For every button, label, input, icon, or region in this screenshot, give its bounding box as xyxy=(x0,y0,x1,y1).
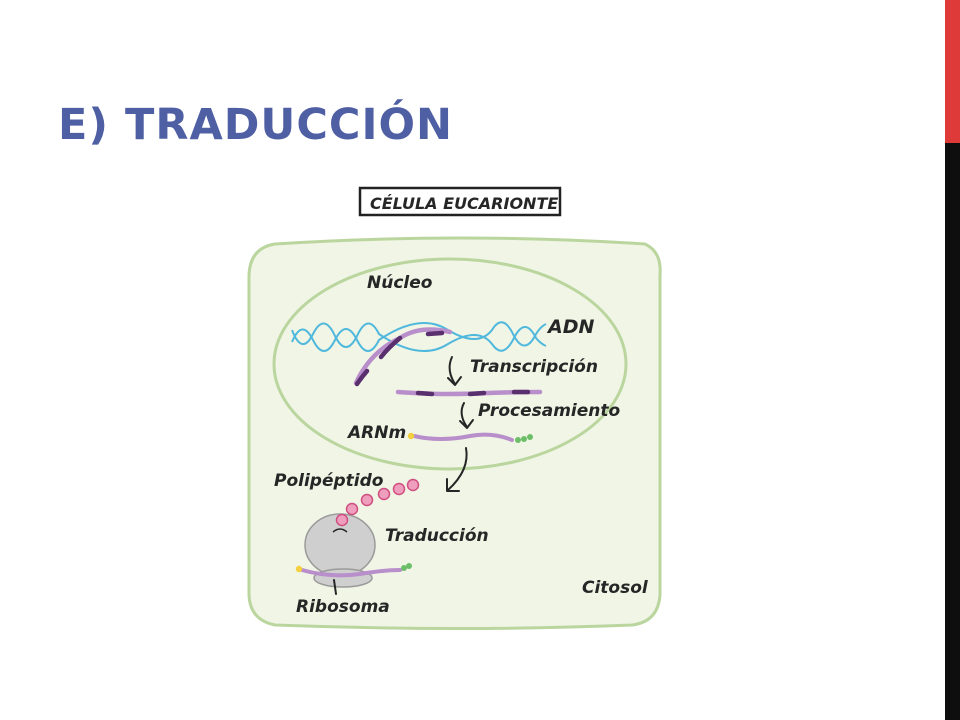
processing-arrow xyxy=(460,402,468,428)
arrow-head-icon xyxy=(447,376,462,386)
mrna-in-nucleus xyxy=(407,432,533,443)
amino-acid xyxy=(335,513,349,527)
label-ribosome: Ribosoma xyxy=(296,597,390,617)
label-cytosol: Citosol xyxy=(582,578,649,598)
mrna-polya-tail xyxy=(527,434,533,440)
polypeptide-chain xyxy=(335,478,420,527)
mrna-polya-tail xyxy=(401,565,407,571)
label-mrna: ARNm xyxy=(346,423,406,443)
transcription-arrow xyxy=(448,356,456,385)
mrna-translated xyxy=(295,563,412,578)
dna-strand xyxy=(291,321,547,352)
amino-acid xyxy=(392,482,406,496)
label-translation: Traducción xyxy=(385,526,489,546)
cell-title-box xyxy=(358,186,562,217)
cell-title: CÉLULA EUCARIONTE xyxy=(370,194,558,213)
label-polypeptide: Polipéptido xyxy=(274,471,384,491)
label-transcription: Transcripción xyxy=(470,357,598,377)
mrna-polya-tail xyxy=(521,436,527,442)
arrow-head-icon xyxy=(446,478,460,492)
mrna-5-cap xyxy=(407,432,415,440)
label-processing: Procesamiento xyxy=(478,401,620,421)
amino-acid xyxy=(406,478,420,492)
ribosome-pointer xyxy=(333,579,337,595)
trna-site xyxy=(332,528,348,533)
amino-acid xyxy=(377,487,391,501)
arrow-head-icon xyxy=(459,419,474,429)
export-arrow xyxy=(447,447,468,491)
amino-acid xyxy=(345,502,359,516)
pre-mrna-intron xyxy=(425,330,445,337)
sidebar-accent-red xyxy=(945,0,960,143)
label-dna: ADN xyxy=(546,316,594,338)
amino-acid xyxy=(360,493,374,507)
mrna-5-cap xyxy=(295,565,303,573)
sidebar-accent-black xyxy=(945,143,960,720)
slide-title: E) TRADUCCIÓN xyxy=(58,100,453,150)
pre-mrna-intron xyxy=(354,335,403,387)
pre-mrna-intron xyxy=(415,389,531,397)
mrna-polya-tail xyxy=(515,437,521,443)
label-nucleus: Núcleo xyxy=(367,273,433,293)
mrna-polya-tail xyxy=(406,563,412,569)
